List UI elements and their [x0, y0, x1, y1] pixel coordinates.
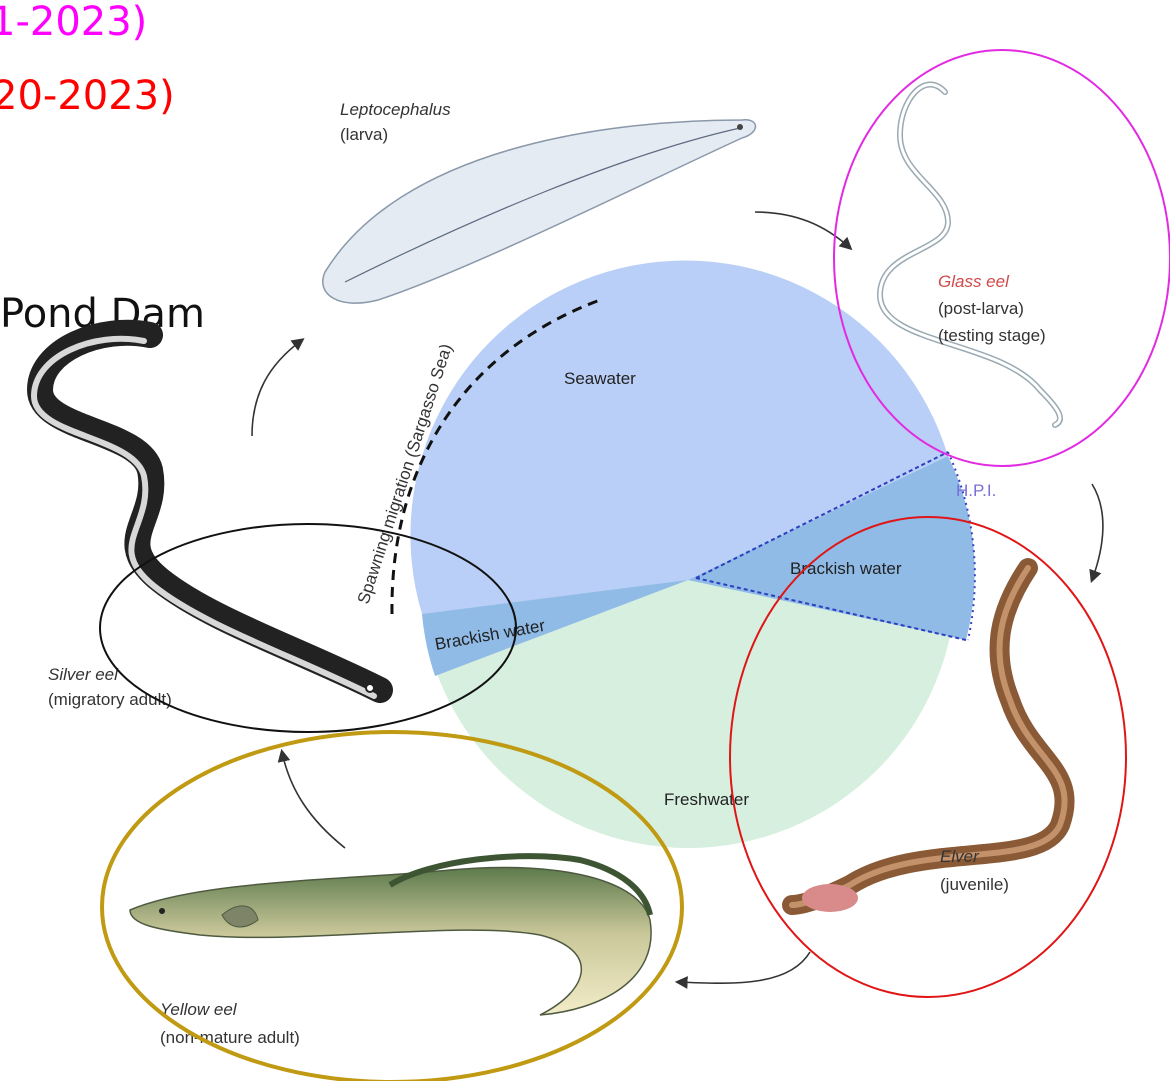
glass-eel-desc: (post-larva): [938, 299, 1024, 318]
elver-desc: (juvenile): [940, 875, 1009, 894]
silver-eel-desc: (migratory adult): [48, 690, 172, 709]
zone-seawater: Seawater: [564, 369, 636, 388]
elver-name: Elver: [940, 847, 980, 866]
zone-freshwater: Freshwater: [664, 790, 749, 809]
glass-eel-desc2: (testing stage): [938, 326, 1046, 345]
salinity-disc: [410, 260, 974, 848]
yellow-eel-desc: (non-mature adult): [160, 1028, 300, 1047]
yellow-eel-illustration: [130, 856, 651, 1015]
silver-eel-name: Silver eel: [48, 665, 119, 684]
hpi-label: H.P.I.: [956, 481, 996, 500]
leptocephalus-desc: (larva): [340, 125, 388, 144]
glass-eel-name: Glass eel: [938, 272, 1010, 291]
leptocephalus-name: Leptocephalus: [340, 100, 451, 119]
silver-eel-illustration: [34, 333, 380, 696]
yellow-eel-name: Yellow eel: [160, 1000, 238, 1019]
